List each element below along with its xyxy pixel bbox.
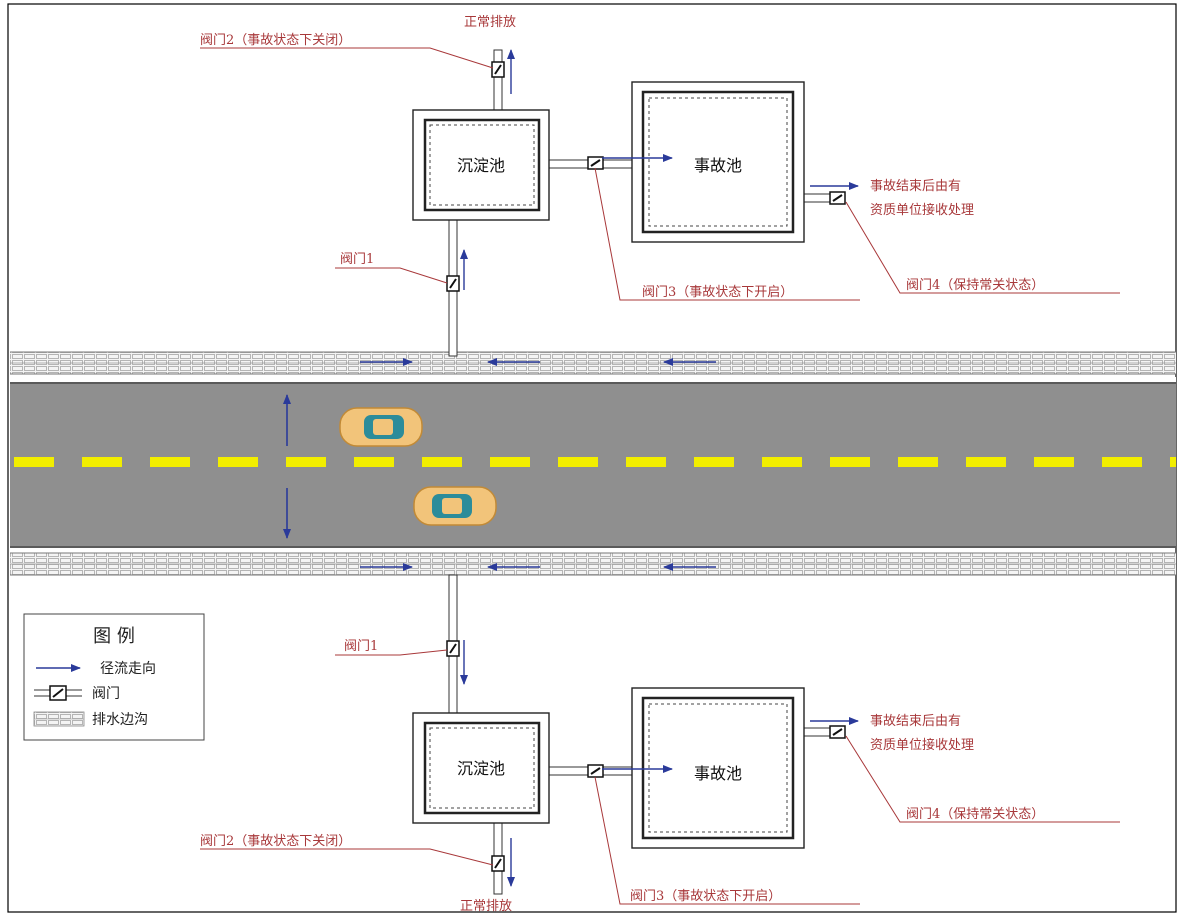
bottom-valve1-label: 阀门1 bbox=[344, 639, 378, 654]
bottom-sediment-tank bbox=[412, 712, 550, 824]
top-normal-discharge-label: 正常排放 bbox=[464, 15, 516, 30]
ditch-flow-arrows bbox=[360, 358, 716, 571]
valve-icon bbox=[446, 275, 460, 292]
top-valve3-label: 阀门3（事故状态下开启） bbox=[642, 285, 793, 300]
top-leader-lines bbox=[200, 47, 1120, 301]
road bbox=[10, 377, 1176, 548]
top-sediment-tank-label: 沉淀池 bbox=[457, 156, 505, 175]
valve-icon bbox=[491, 61, 505, 78]
valve-icon bbox=[587, 156, 604, 170]
bottom-accident-tank-label: 事故池 bbox=[694, 764, 742, 783]
car-icon bbox=[413, 486, 497, 526]
legend-runoff-label: 径流走向 bbox=[100, 661, 156, 677]
bottom-valve2-label: 阀门2（事故状态下关闭） bbox=[200, 834, 351, 849]
legend-title: 图 例 bbox=[93, 626, 135, 647]
top-sediment-tank bbox=[412, 109, 550, 221]
ditch-bottom bbox=[10, 552, 1176, 576]
bottom-after-accident-line1: 事故结束后由有 bbox=[870, 714, 961, 729]
bottom-valve4-label: 阀门4（保持常关状态） bbox=[906, 807, 1044, 822]
top-after-accident-line1: 事故结束后由有 bbox=[870, 179, 961, 194]
bottom-sediment-tank-label: 沉淀池 bbox=[457, 759, 505, 778]
valve-icon bbox=[587, 764, 604, 778]
bottom-normal-discharge-label: 正常排放 bbox=[460, 899, 512, 914]
ditch-icon bbox=[33, 711, 85, 727]
valve-icon bbox=[34, 685, 82, 701]
top-valve1-label: 阀门1 bbox=[340, 252, 374, 267]
legend-valve-label: 阀门 bbox=[92, 686, 120, 702]
car-icon bbox=[339, 407, 423, 447]
bottom-leader-lines bbox=[200, 649, 1120, 905]
valve-icon bbox=[829, 191, 846, 205]
bottom-accident-tank bbox=[631, 687, 805, 849]
valve-icon bbox=[491, 855, 505, 872]
top-after-accident-line2: 资质单位接收处理 bbox=[870, 202, 974, 218]
legend: 图 例 径流走向 阀门 排水边沟 bbox=[23, 613, 205, 741]
valve-icon bbox=[446, 640, 460, 657]
top-valve2-label: 阀门2（事故状态下关闭） bbox=[200, 33, 351, 48]
valve-icon bbox=[829, 725, 846, 739]
bottom-after-accident-line2: 资质单位接收处理 bbox=[870, 737, 974, 753]
top-flow-arrows bbox=[460, 49, 859, 290]
legend-ditch-label: 排水边沟 bbox=[92, 712, 148, 728]
bottom-flow-arrows bbox=[460, 640, 859, 887]
top-accident-tank-label: 事故池 bbox=[694, 156, 742, 175]
top-valve4-label: 阀门4（保持常关状态） bbox=[906, 278, 1044, 293]
bottom-valve3-label: 阀门3（事故状态下开启） bbox=[630, 889, 781, 904]
top-accident-tank bbox=[631, 81, 805, 243]
ditch-top bbox=[10, 351, 1176, 375]
